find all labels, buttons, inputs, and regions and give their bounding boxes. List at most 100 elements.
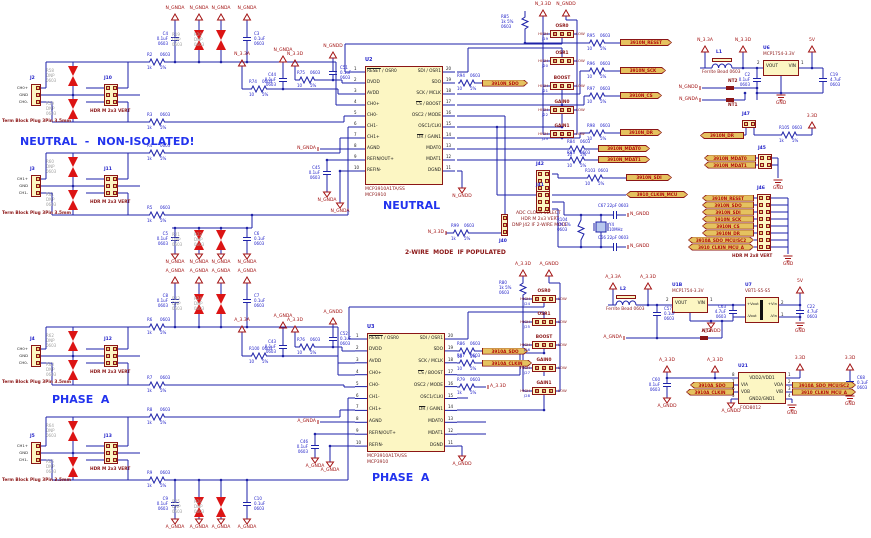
- jumper-pin: [534, 389, 539, 393]
- net-label-text: 3910N_SCK: [629, 68, 657, 73]
- net-label-text: 3910N_MDAT0: [713, 155, 747, 161]
- net-flag-A_GNDA: A_GNDA: [165, 525, 185, 530]
- net-label-3910N_SCK[interactable]: 3910N_SCK: [702, 215, 754, 223]
- connector-ref-J2: J2: [30, 76, 35, 81]
- capacitor-C51-val: 0.1uF: [340, 70, 352, 75]
- net-label-3910N_RESET[interactable]: 3910N_RESET: [620, 39, 672, 46]
- pin-num: 11: [448, 440, 454, 446]
- dnp-pkg: 0603: [194, 242, 205, 247]
- regulator-U1B[interactable]: [672, 297, 708, 313]
- header-J47[interactable]: [742, 120, 756, 128]
- pin-num: 11: [446, 165, 452, 170]
- net-tie-NT2[interactable]: [726, 86, 734, 90]
- net-label-3910N_CS[interactable]: 3910N_CS: [620, 92, 662, 99]
- header-J46[interactable]: [757, 194, 771, 251]
- pin-num: 8: [356, 416, 359, 422]
- net-label-3910N_MDAT0[interactable]: 3910N_MDAT0: [704, 154, 756, 162]
- capacitor-C45: C45: [312, 165, 320, 170]
- capacitor-C3-pkg: 0603: [254, 41, 265, 46]
- ic-U3[interactable]: [367, 333, 445, 452]
- ic-U2[interactable]: [365, 66, 443, 185]
- net-label-3910A_SDO_MCU/SC2[interactable]: 3910A_SDO_MCU/SC2: [688, 237, 754, 244]
- connector-caption: Term Block Plug 3Pin 3.5mm: [2, 211, 71, 216]
- jumper-pin: [559, 108, 564, 112]
- resistor-value: 10: [587, 99, 593, 104]
- reg-pin-vout: VOUT: [675, 301, 688, 306]
- opto-U21[interactable]: [738, 372, 786, 404]
- capacitor-C19-pkg: 0603: [830, 82, 841, 87]
- dcdc-pin: +Vin: [767, 301, 777, 306]
- net-label-3910_CLKIN_MCU_A[interactable]: 3910_CLKIN_MCU_A: [792, 389, 856, 396]
- net-label-3910N_CS[interactable]: 3910N_CS: [702, 222, 754, 230]
- dcdc-part: VBT1-S5-S5: [745, 289, 771, 294]
- net-label-3910N_SDO[interactable]: 3910N_SDO: [482, 80, 528, 87]
- net-label-3910N_SDI[interactable]: 3910N_SDI: [626, 174, 672, 181]
- net-label-3910N_RESET[interactable]: 3910N_RESET: [702, 194, 754, 202]
- net-label-3910N_SDI[interactable]: 3910N_SDI: [702, 208, 754, 216]
- net-label-3910A_CLKIN[interactable]: 3910A_CLKIN: [686, 388, 734, 396]
- dnp-flag: DNP: [46, 164, 55, 169]
- ferrite-L1[interactable]: [712, 58, 732, 62]
- pin-name: SDI / OSR1: [417, 68, 441, 74]
- jumper-name-OSR0: OSR0: [555, 23, 569, 29]
- resistor-value: 1k: [147, 125, 152, 130]
- ferrite-L2[interactable]: [616, 295, 636, 299]
- resistor-value: 1k: [147, 388, 152, 393]
- resistor-tol: 5%: [310, 350, 317, 355]
- net-label-3910N_DR[interactable]: 3910N_DR: [702, 229, 754, 237]
- net-label-3910A_SDO[interactable]: 3910A_SDO: [482, 348, 528, 355]
- net-flag-GND: GND: [782, 262, 794, 267]
- net-label-3910N_SCK[interactable]: 3910N_SCK: [620, 67, 666, 74]
- net-label-3910N_SDO[interactable]: 3910N_SDO: [702, 201, 754, 209]
- connector-caption: Term Block Plug 3Pin 3.5mm: [2, 478, 71, 483]
- resistor-tol: 5%: [600, 99, 607, 104]
- resistor-tol: 5%: [262, 92, 269, 97]
- resistor-R3: R3: [147, 112, 153, 117]
- header-pin: [765, 245, 770, 249]
- net-label-3910N_DR[interactable]: 3910N_DR: [620, 129, 662, 136]
- net-label-3910A_SDO[interactable]: 3910A_SDO: [690, 381, 734, 389]
- dnp-R22: R22: [194, 232, 202, 237]
- header-ref-J42: J42: [536, 162, 544, 167]
- net-tie-ref: NT3: [702, 329, 712, 334]
- net-label-3910A_CLKIN[interactable]: 3910A_CLKIN: [482, 360, 532, 367]
- net-label-3910N_DR[interactable]: 3910N_DR: [700, 132, 744, 139]
- jumper-ref: J22: [542, 111, 548, 117]
- resistor-value: 10: [587, 46, 593, 51]
- header-pin: [502, 230, 507, 234]
- net-tie-NT1[interactable]: [726, 98, 734, 102]
- net-label-3910_CLKIN_MCU[interactable]: 3910_CLKIN_MCU: [626, 191, 688, 198]
- net-flag-N_GNDD: N_GNDD: [556, 2, 576, 7]
- net-flag-N_GNDA: N_GNDA: [330, 209, 350, 214]
- resistor-R80: R80: [499, 280, 507, 285]
- resistor-pkg: 0603: [470, 377, 481, 382]
- header-pin: [544, 193, 549, 197]
- pin-name: AVDD: [367, 90, 380, 96]
- jumper-pin: [566, 132, 571, 136]
- capacitor-C19: C19: [830, 72, 838, 77]
- resistor-value: 1k: [779, 138, 784, 143]
- pin-num: 8: [732, 372, 735, 377]
- capacitor-C8-val: 0.1uF: [156, 298, 168, 303]
- net-tie-NT3[interactable]: [700, 336, 708, 340]
- resistor-pkg: 0603: [580, 150, 591, 155]
- header-pin: [544, 207, 549, 211]
- resistor-pkg: 0603: [464, 223, 475, 228]
- net-label-3910_CLKIN_MCU_A[interactable]: 3910_CLKIN_MCU_A: [688, 244, 754, 251]
- net-label-3910N_MDAT1[interactable]: 3910N_MDAT1: [598, 156, 650, 163]
- pin-name: SCK / MCLK: [418, 359, 443, 365]
- net-label-3910A_SDO_MCU/SC2[interactable]: 3910A_SDO_MCU/SC2: [792, 382, 856, 389]
- resistor-tol: 5%: [470, 390, 477, 395]
- pin-num: 1: [781, 312, 784, 317]
- header-pin: [537, 172, 542, 176]
- net-flag-N_3.3D: N_3.3D: [734, 38, 752, 43]
- header-pin: [112, 86, 117, 90]
- jumper-pin-1: 1: [549, 319, 552, 324]
- resistor-tol: 5%: [470, 86, 477, 91]
- net-label-3910N_MDAT0[interactable]: 3910N_MDAT0: [598, 145, 650, 152]
- regulator-U6[interactable]: [763, 60, 799, 76]
- resistor-value: 10: [297, 350, 303, 355]
- header-pin: [544, 179, 549, 183]
- net-label-3910N_MDAT1[interactable]: 3910N_MDAT1: [704, 161, 756, 169]
- header-pin: [765, 210, 770, 214]
